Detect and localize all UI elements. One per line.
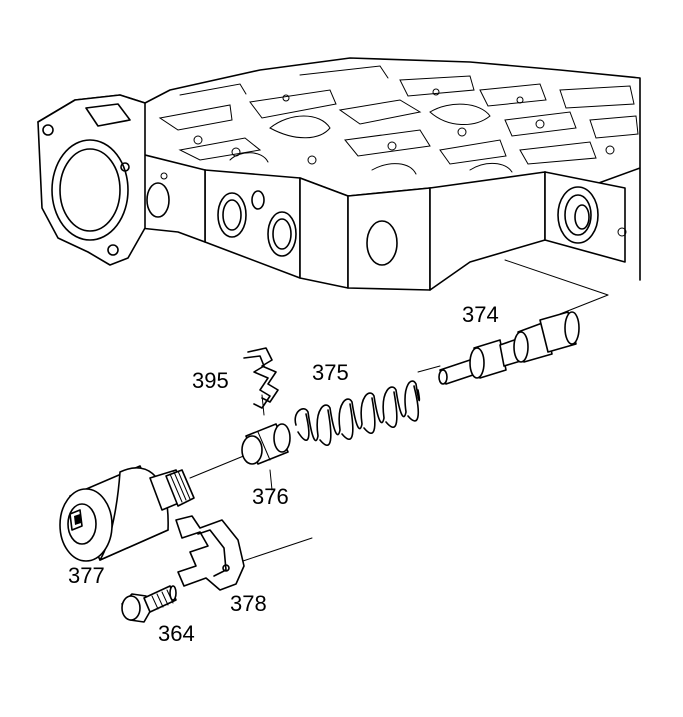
bolt-364 bbox=[121, 585, 177, 623]
callout-364: 364 bbox=[158, 621, 195, 646]
retainer-clip-395 bbox=[243, 347, 279, 409]
plug-376 bbox=[241, 423, 291, 465]
assembly-axis-lines bbox=[189, 259, 609, 563]
callout-374: 374 bbox=[462, 302, 499, 327]
callout-377: 377 bbox=[68, 563, 105, 588]
callout-labels: 374 375 395 376 377 378 364 bbox=[68, 302, 499, 646]
callout-375: 375 bbox=[312, 360, 349, 385]
callout-376: 376 bbox=[252, 484, 289, 509]
bracket-378 bbox=[175, 515, 245, 591]
solenoid-377 bbox=[59, 465, 195, 562]
callout-378: 378 bbox=[230, 591, 267, 616]
spring-375 bbox=[294, 380, 421, 446]
valve-374 bbox=[438, 311, 580, 385]
callout-395: 395 bbox=[192, 368, 229, 393]
valve-body bbox=[37, 57, 641, 291]
